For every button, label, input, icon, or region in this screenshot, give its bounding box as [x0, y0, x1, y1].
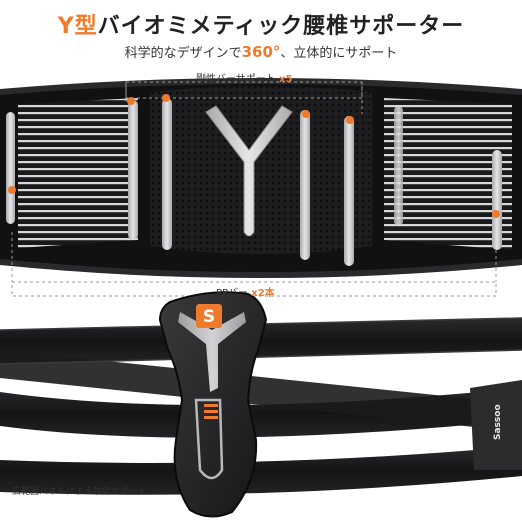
headline-rest: バイオミメティック腰椎サポーター — [97, 14, 465, 39]
pp-bar-1 — [6, 112, 15, 224]
y-support-plate — [205, 105, 293, 237]
rigid-rod-2 — [162, 98, 172, 250]
panel-callout: 広範囲パネルによる強化サポート — [12, 484, 147, 497]
rigid-rod-3 — [300, 110, 310, 260]
panel-callout-label: 広範囲パネルによる強化サポート — [12, 487, 147, 497]
pp-bar-2 — [394, 106, 403, 226]
pp-bars — [6, 106, 403, 226]
brand-logo-letter: S — [203, 307, 215, 327]
subheadline-post: 、立体的にサポート — [280, 46, 398, 61]
lumbar-belt — [0, 78, 522, 278]
subheadline-pre: 科学的なデザインで — [124, 46, 242, 61]
brand-side-text: Sassoo — [493, 404, 503, 440]
back-panel — [158, 291, 268, 518]
brand-logo-badge — [196, 304, 222, 328]
headline: Y型バイオミメティック腰椎サポーター — [0, 8, 522, 40]
pp-callout-box — [11, 281, 497, 297]
headline-accent: Y型 — [57, 14, 98, 39]
rods-callout: 剛性バーサポート x5 — [196, 70, 292, 85]
subheadline-accent: 360° — [241, 43, 281, 61]
pp-callout: PPバー x2本 — [216, 284, 275, 299]
rod-marker-dot — [127, 97, 135, 105]
pp-callout-label: PPバー — [216, 288, 249, 299]
rigid-rod-1 — [128, 100, 138, 240]
pp-callout-count: x2本 — [251, 288, 275, 299]
lower-straps — [0, 317, 522, 495]
rigid-rod-5 — [492, 150, 502, 250]
rigid-rod-4 — [344, 116, 354, 266]
subheadline: 科学的なデザインで360°、立体的にサポート — [0, 42, 522, 61]
rods-callout-label: 剛性バーサポート — [196, 74, 276, 85]
rigid-rods — [128, 98, 502, 266]
rods-callout-count: x5 — [279, 74, 293, 85]
